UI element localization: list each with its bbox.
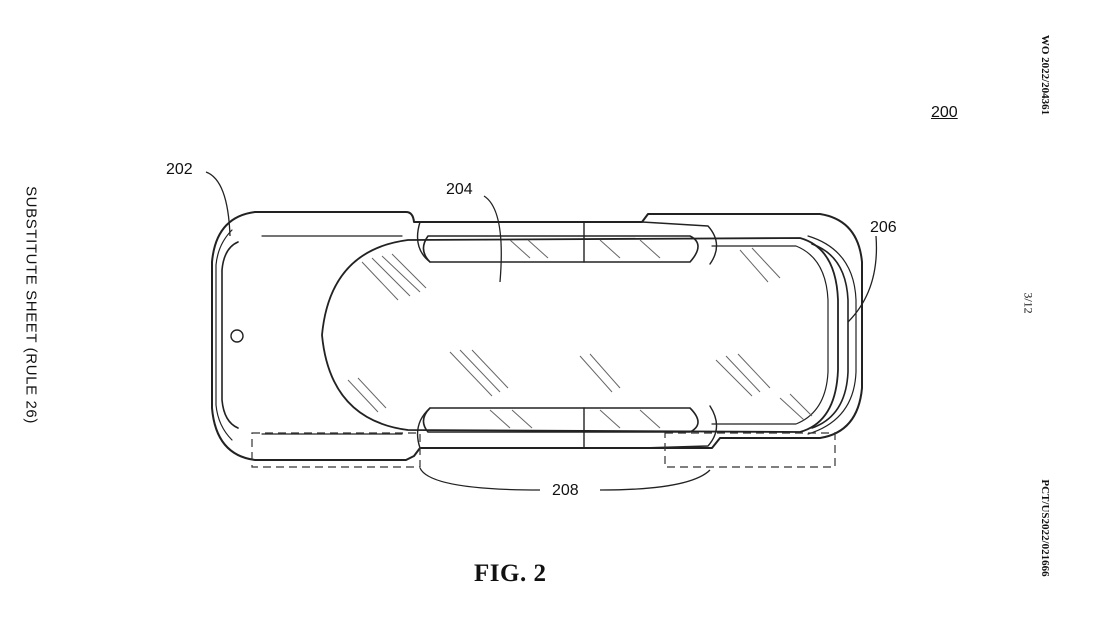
callout-206: 206 xyxy=(870,219,897,236)
leader-206 xyxy=(847,235,878,323)
glass-hatching xyxy=(347,239,813,429)
figure-caption: FIG. 2 xyxy=(474,560,547,587)
lower-side-window xyxy=(422,407,699,433)
vehicle-body-outline xyxy=(211,211,863,461)
side-region-rear xyxy=(664,432,836,468)
front-sensor xyxy=(230,329,244,343)
glass-canopy xyxy=(321,237,839,433)
figure-reference-numeral: 200 xyxy=(931,104,958,121)
leader-208 xyxy=(419,467,711,491)
callout-208: 208 xyxy=(552,482,579,499)
side-regions xyxy=(251,432,836,468)
rear-window-line xyxy=(711,245,829,425)
rear-bumper-edge xyxy=(807,235,857,435)
side-region-front xyxy=(251,432,421,468)
front-bumper-line xyxy=(221,241,239,429)
front-bumper-edge xyxy=(215,229,233,441)
callout-202: 202 xyxy=(166,161,193,178)
rear-bumper-line xyxy=(811,243,849,429)
leader-204 xyxy=(483,195,502,283)
upper-side-window xyxy=(422,235,699,263)
leader-202 xyxy=(205,171,231,237)
callout-204: 204 xyxy=(446,181,473,198)
hood-line xyxy=(261,235,403,435)
